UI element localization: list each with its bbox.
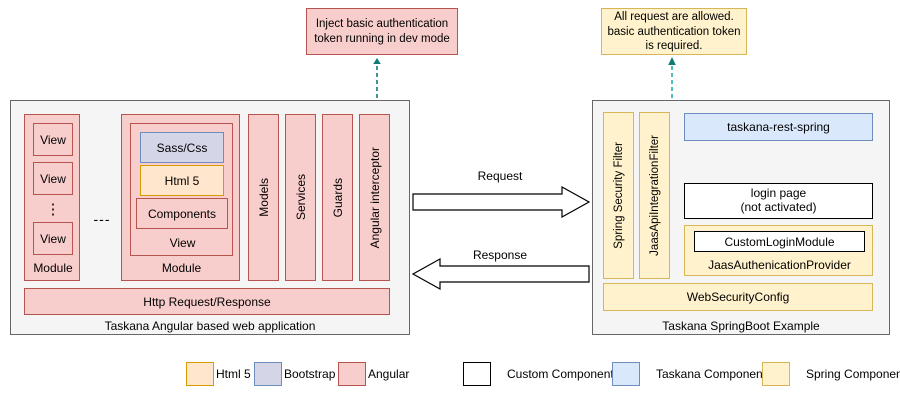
callout-client-dev-token-text: Inject basic authentication token runnin… xyxy=(314,18,450,45)
server-taskana-rest-spring-label: taskana-rest-spring xyxy=(727,120,830,134)
client-panel-caption-text: Taskana Angular based web application xyxy=(104,318,316,333)
client-angular-interceptor[interactable]: Angular interceptor xyxy=(359,114,390,281)
server-jaas-api-integration-filter[interactable]: JaasApiIntegrationFilter xyxy=(639,112,670,279)
arrow-request-label: Request xyxy=(440,167,560,185)
arrow-response-label-text: Response xyxy=(472,248,528,262)
legend-label-html5: Html 5 xyxy=(216,367,251,381)
client-module-a-view-3-label: View xyxy=(40,231,66,246)
legend-swatch-custom-component xyxy=(463,362,491,386)
arrow-request-label-text: Request xyxy=(477,169,523,183)
legend-label-custom-component: Custom Component xyxy=(507,367,614,381)
server-spring-security-filter[interactable]: Spring Security Filter xyxy=(603,112,634,279)
server-login-page[interactable]: login page (not activated) xyxy=(684,183,873,219)
server-taskana-rest-spring[interactable]: taskana-rest-spring xyxy=(684,113,873,141)
client-column-services[interactable]: Services xyxy=(285,114,316,281)
legend-item-spring-component: Spring Component xyxy=(762,362,900,386)
callout-client-dev-token: Inject basic authentication token runnin… xyxy=(306,8,458,55)
server-login-page-line1: login page xyxy=(750,186,807,201)
server-custom-login-module[interactable]: CustomLoginModule xyxy=(694,231,865,252)
server-jaas-api-integration-filter-label: JaasApiIntegrationFilter xyxy=(648,135,661,256)
server-jaas-auth-provider[interactable]: CustomLoginModule JaasAuthenicationProvi… xyxy=(684,225,873,276)
arrow-response-label: Response xyxy=(440,246,560,264)
server-spring-security-filter-label: Spring Security Filter xyxy=(612,142,625,249)
server-web-security-config-label: WebSecurityConfig xyxy=(686,290,790,304)
client-column-services-label: Services xyxy=(293,174,308,221)
arrow-request xyxy=(412,186,590,218)
client-modules-separator: --- xyxy=(86,210,118,228)
legend: Html 5 Bootstrap Angular Custom Componen… xyxy=(0,358,900,388)
client-module-a-view-1-label: View xyxy=(40,132,66,147)
client-module-b-label: Module xyxy=(122,257,241,279)
legend-label-bootstrap: Bootstrap xyxy=(284,367,336,381)
client-module-b-label-text: Module xyxy=(161,261,202,275)
server-login-page-line2: (not activated) xyxy=(740,200,817,214)
client-module-b-view-label-text: View xyxy=(169,236,196,250)
legend-item-html5: Html 5 xyxy=(186,362,251,386)
client-http-bar[interactable]: Http Request/Response xyxy=(24,288,390,315)
legend-swatch-spring-component xyxy=(762,362,790,386)
client-http-bar-label: Http Request/Response xyxy=(143,294,271,309)
callout-server-auth: All request are allowed. basic authentic… xyxy=(601,8,747,55)
legend-label-angular: Angular xyxy=(368,367,410,381)
legend-swatch-bootstrap xyxy=(254,362,282,386)
legend-item-bootstrap: Bootstrap xyxy=(254,362,335,386)
client-components-box[interactable]: Components xyxy=(136,198,228,229)
legend-swatch-angular xyxy=(338,362,366,386)
client-module-b[interactable]: Sass/Css Html 5 Components View Module xyxy=(121,114,240,281)
client-module-a[interactable]: View View ⋮ View Module xyxy=(24,114,80,281)
client-module-a-label: Module xyxy=(25,257,81,279)
client-components-label: Components xyxy=(147,206,217,221)
client-html5-label: Html 5 xyxy=(164,173,200,188)
server-custom-login-module-label: CustomLoginModule xyxy=(724,234,835,249)
server-jaas-auth-provider-label-text: JaasAuthenicationProvider xyxy=(708,257,851,272)
server-web-security-config[interactable]: WebSecurityConfig xyxy=(603,283,873,311)
client-sass-css-label: Sass/Css xyxy=(156,140,208,155)
client-modules-separator-glyph: --- xyxy=(93,211,111,227)
legend-label-taskana-component: Taskana Component xyxy=(656,367,767,381)
client-module-a-view-2-label: View xyxy=(40,171,66,186)
legend-item-angular: Angular xyxy=(338,362,409,386)
client-column-models-label: Models xyxy=(256,178,271,217)
client-column-models[interactable]: Models xyxy=(248,114,279,281)
legend-swatch-taskana-component xyxy=(612,362,640,386)
callout-server-auth-text: All request are allowed. basic authentic… xyxy=(607,11,741,52)
client-module-a-view-1[interactable]: View xyxy=(33,123,73,156)
server-panel-caption-text: Taskana SpringBoot Example xyxy=(662,318,820,333)
client-html5-box[interactable]: Html 5 xyxy=(140,165,224,196)
client-module-a-view-2[interactable]: View xyxy=(33,162,73,195)
client-module-a-label-text: Module xyxy=(33,261,73,275)
client-module-a-view-3[interactable]: View xyxy=(33,222,73,255)
legend-item-taskana-component: Taskana Component xyxy=(612,362,766,386)
client-column-guards-label: Guards xyxy=(330,177,345,218)
legend-label-spring-component: Spring Component xyxy=(806,367,900,381)
server-jaas-auth-provider-label: JaasAuthenicationProvider xyxy=(685,254,874,275)
arrow-response xyxy=(412,258,590,290)
client-module-a-ellipsis: ⋮ xyxy=(33,197,73,221)
client-module-b-view-label: View xyxy=(131,231,234,255)
server-panel-caption: Taskana SpringBoot Example xyxy=(592,316,890,335)
client-column-guards[interactable]: Guards xyxy=(322,114,353,281)
client-sass-css-box[interactable]: Sass/Css xyxy=(140,132,224,163)
client-panel-caption: Taskana Angular based web application xyxy=(10,316,410,335)
client-module-a-ellipsis-glyph: ⋮ xyxy=(45,200,61,218)
client-module-b-view[interactable]: Sass/Css Html 5 Components View xyxy=(130,123,233,256)
legend-swatch-html5 xyxy=(186,362,214,386)
client-angular-interceptor-label: Angular interceptor xyxy=(367,146,382,249)
legend-item-custom-component: Custom Component xyxy=(463,362,614,386)
